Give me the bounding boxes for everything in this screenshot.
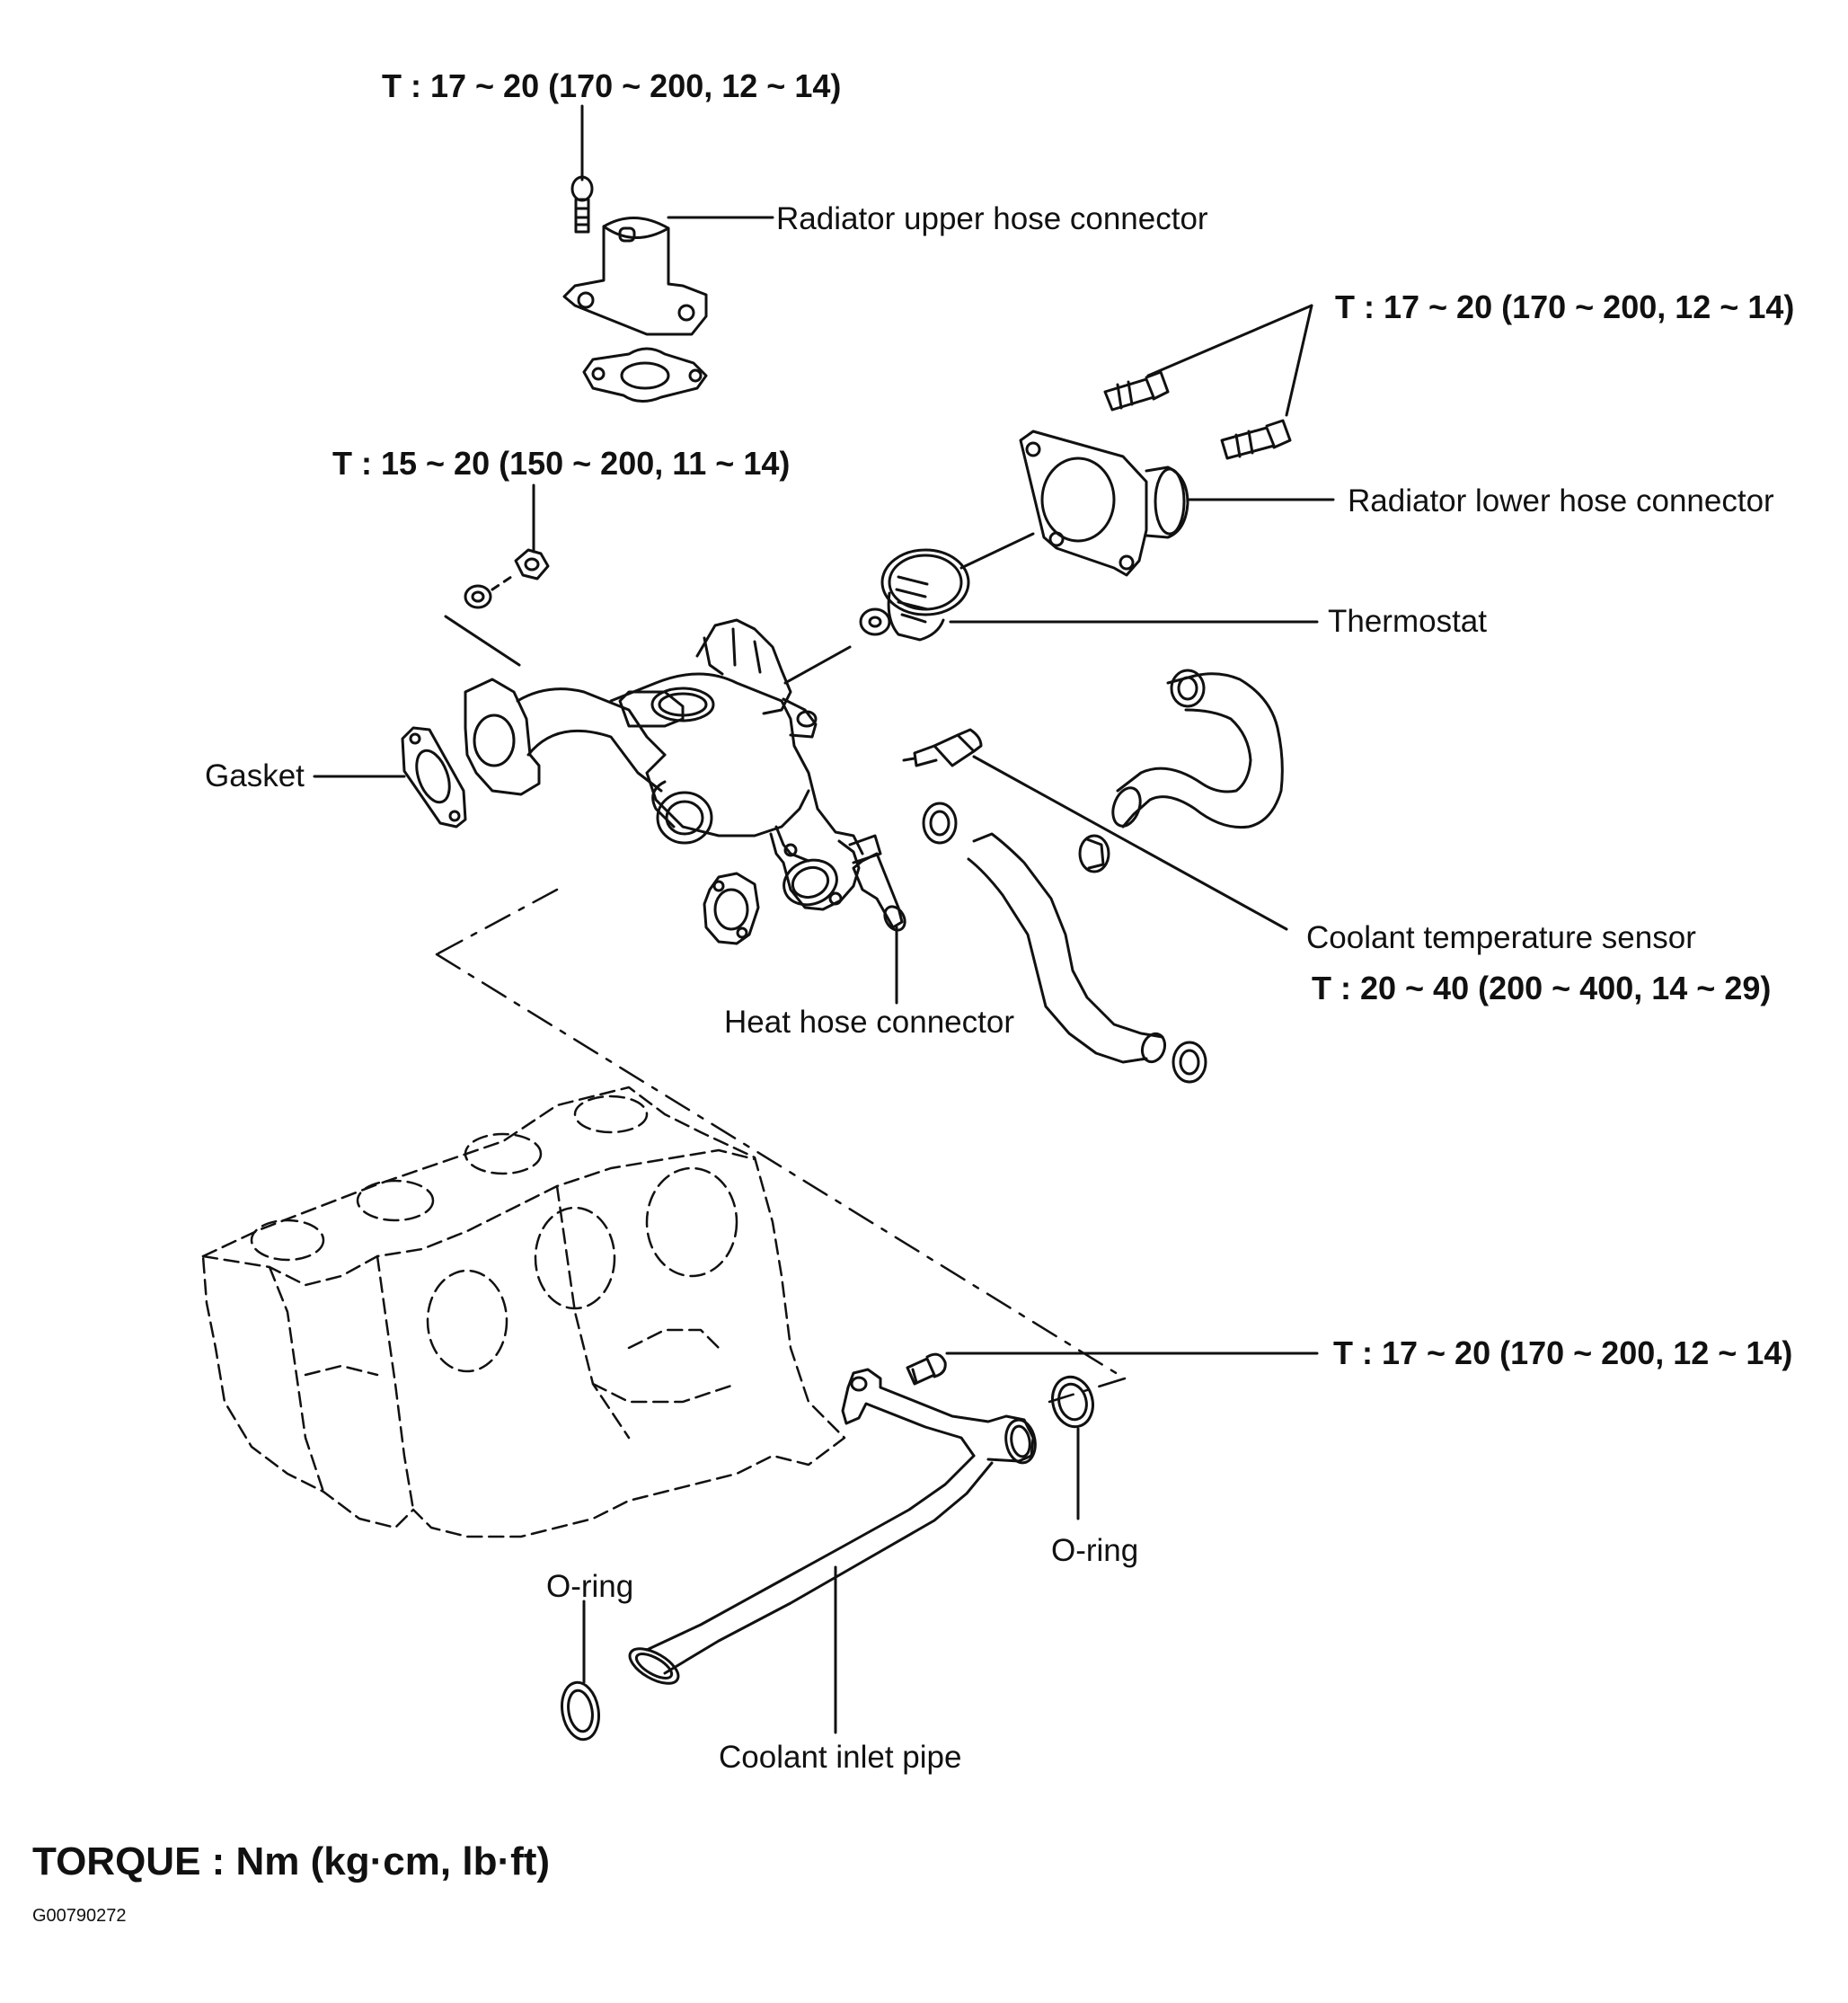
torque-units-legend: TORQUE : Nm (kg·cm, lb·ft)	[32, 1839, 551, 1883]
inlet-pipe-bolt	[906, 1352, 1319, 1386]
radiator-upper-hose-connector-label: Radiator upper hose connector	[776, 201, 1208, 236]
upper-hose-bolt-torque: T : 17 ~ 20 (170 ~ 200, 12 ~ 14)	[382, 67, 842, 104]
upper-bypass-hose	[1111, 672, 1284, 829]
o-ring-left-label: O-ring	[546, 1569, 634, 1604]
gasket-label: Gasket	[205, 758, 305, 793]
inlet-pipe-bolt-torque: T : 17 ~ 20 (170 ~ 200, 12 ~ 14)	[1333, 1334, 1793, 1371]
radiator-lower-hose-connector-label: Radiator lower hose connector	[1348, 483, 1774, 518]
coolant-inlet-pipe-part	[628, 1368, 1037, 1734]
thermostat-label: Thermostat	[1328, 604, 1487, 639]
bypass-hose-clamps	[922, 669, 1207, 1084]
radiator-upper-hose-connector-part	[562, 216, 774, 336]
o-ring-left-part	[561, 1600, 600, 1742]
sensor-torque: T : 20 ~ 40 (200 ~ 400, 14 ~ 29)	[1312, 970, 1772, 1006]
gasket-part	[313, 726, 467, 829]
manifold-nut-torque: T : 15 ~ 20 (150 ~ 200, 11 ~ 14)	[332, 445, 791, 482]
o-ring-right-part	[1051, 1375, 1094, 1520]
small-gasket-part	[703, 872, 760, 945]
o-ring-right-label: O-ring	[1051, 1533, 1139, 1568]
coolant-temperature-sensor-label: Coolant temperature sensor	[1306, 920, 1696, 955]
figure-id: G00790272	[32, 1906, 127, 1926]
thermostat-part	[783, 548, 1319, 685]
alignment-lines	[435, 888, 1127, 1404]
coolant-inlet-pipe-label: Coolant inlet pipe	[719, 1740, 962, 1775]
lower-hose-bolts	[1103, 304, 1313, 460]
lower-hose-bolt-torque: T : 17 ~ 20 (170 ~ 200, 12 ~ 14)	[1335, 288, 1795, 325]
upper-hose-bolt	[570, 104, 594, 234]
engine-block-outline	[201, 1086, 846, 1538]
upper-connector-gasket	[582, 347, 708, 403]
water-manifold-body	[464, 618, 906, 1005]
radiator-lower-hose-connector-part	[959, 430, 1335, 577]
lower-bypass-hose	[967, 832, 1167, 1064]
manifold-nut-washer	[444, 483, 550, 667]
coolant-temperature-sensor-part	[902, 728, 1288, 931]
heat-hose-connector-label: Heat hose connector	[724, 1005, 1014, 1040]
